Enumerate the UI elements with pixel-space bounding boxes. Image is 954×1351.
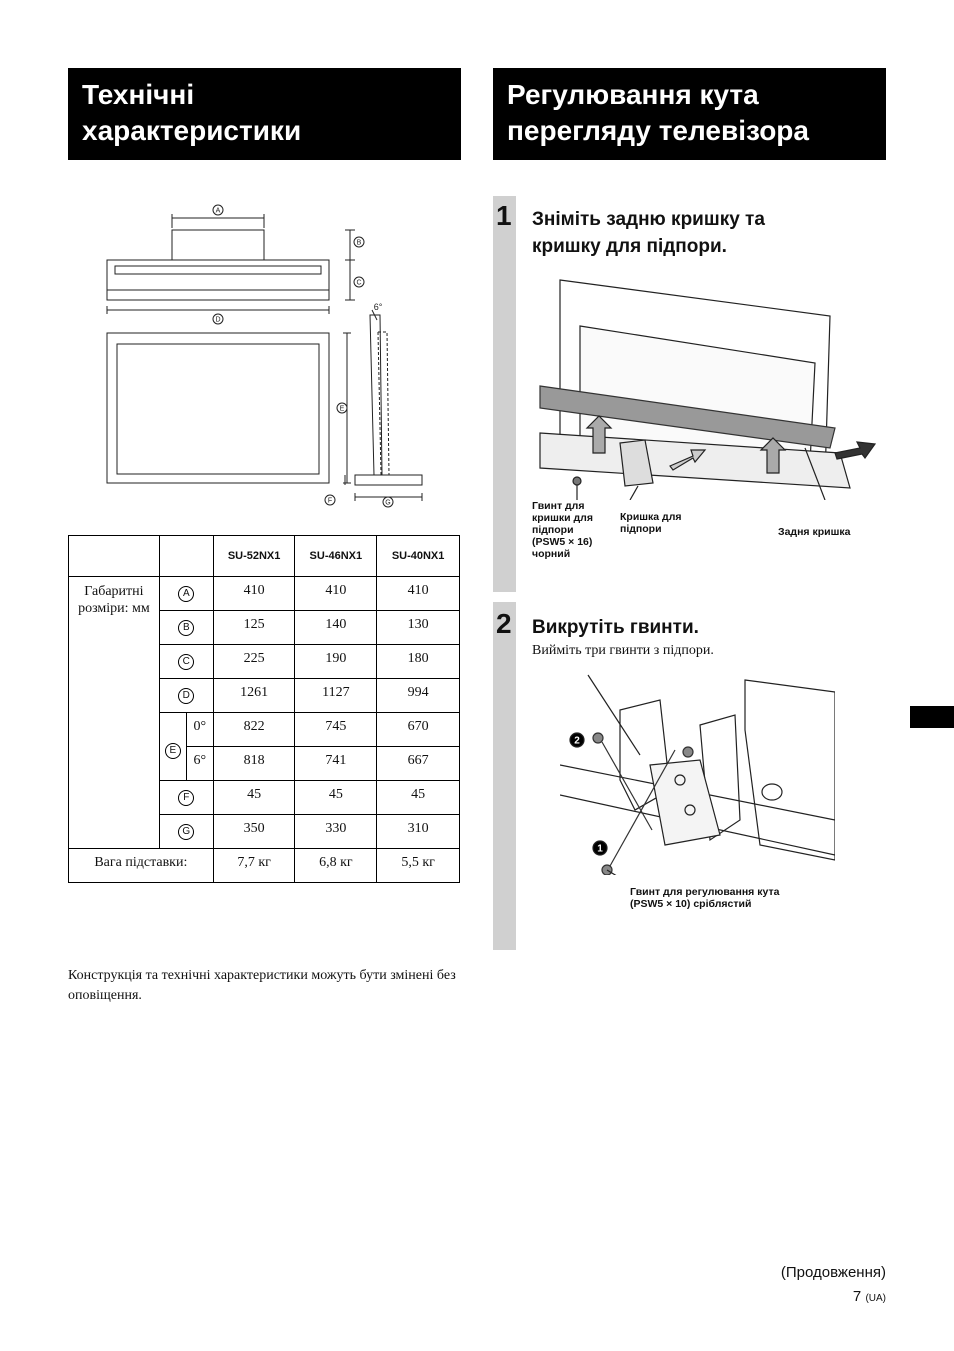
- title-line-1: Регулювання кута: [507, 79, 759, 110]
- weight-label: Вага підставки:: [68, 848, 214, 883]
- table-cell: 1127: [294, 678, 378, 713]
- model-header: SU-46NX1: [294, 535, 378, 577]
- table-cell: 45: [294, 780, 378, 815]
- step-2-title: Викрутіть гвинти.: [532, 617, 699, 638]
- dimension-diagram: A B C D E F G 6°: [106, 204, 423, 508]
- model-header: SU-40NX1: [376, 535, 460, 577]
- table-cell: 5,5 кг: [376, 848, 460, 883]
- title-line-2: характеристики: [82, 115, 302, 146]
- marker-g: G: [385, 500, 390, 507]
- table-cell: 130: [376, 610, 460, 645]
- table-cell: 410: [294, 576, 378, 611]
- table-cell: 994: [376, 678, 460, 713]
- label-back-cover: Задня кришка: [778, 526, 851, 538]
- step-1-number: 1: [496, 200, 512, 231]
- table-cell: 180: [376, 644, 460, 679]
- table-cell: 45: [376, 780, 460, 815]
- table-row: F 45 45 45: [69, 780, 460, 815]
- section-title-angle-adjustment: Регулювання кута перегляду телевізора: [493, 68, 886, 160]
- label-angle-screw: Гвинт для регулювання кута (PSW5 × 10) с…: [630, 886, 780, 910]
- table-cell: 350: [212, 814, 296, 849]
- marker-d: D: [178, 688, 195, 704]
- table-row: D 1261 1127 994: [69, 678, 460, 713]
- title-line-1: Технічні: [82, 79, 195, 110]
- table-row: B 125 140 130: [69, 610, 460, 645]
- angle-cell: 6°: [185, 746, 214, 781]
- table-cell: 410: [376, 576, 460, 611]
- page-number: 7 (UA): [852, 1288, 886, 1305]
- section-tab-marker: [910, 706, 954, 728]
- table-row: Вага підставки: 7,7 кг 6,8 кг 5,5 кг: [68, 848, 460, 883]
- table-cell: 745: [294, 712, 378, 747]
- table-cell: 310: [376, 814, 460, 849]
- model-header: SU-52NX1: [212, 535, 296, 577]
- table-cell: 125: [212, 610, 296, 645]
- marker-c: C: [356, 280, 361, 287]
- table-row: E 0° 822 745 670: [69, 712, 460, 781]
- table-cell: 330: [294, 814, 378, 849]
- angle-label: 6°: [374, 302, 383, 312]
- table-cell: 670: [376, 712, 460, 747]
- marker-g: G: [178, 824, 195, 840]
- section-title-specifications: Технічні характеристики: [68, 68, 461, 160]
- table-cell: 6,8 кг: [294, 848, 378, 883]
- step-2-bar: [493, 602, 516, 950]
- disclaimer-note: Конструкція та технічні характеристики м…: [68, 968, 456, 1003]
- marker-b: B: [357, 240, 362, 247]
- angle-cell: 0°: [185, 712, 214, 747]
- step-1-bar: [493, 196, 516, 592]
- table-cell: 45: [212, 780, 296, 815]
- marker-e: E: [164, 743, 181, 759]
- table-cell: 1261: [212, 678, 296, 713]
- title-line-2: перегляду телевізора: [507, 115, 809, 146]
- table-header-row: SU-52NX1 SU-46NX1 SU-40NX1: [68, 535, 460, 577]
- table-cell: 822: [212, 712, 296, 747]
- marker-a: A: [178, 586, 195, 602]
- table-row: Габаритні розміри: мм A 410 410 410: [68, 576, 460, 849]
- table-cell: 140: [294, 610, 378, 645]
- label-support-cover-screw: Гвинт для кришки для підпори (PSW5 × 16)…: [532, 500, 593, 560]
- table-cell: 818: [212, 746, 296, 781]
- screw-removal-illustration: 2 1: [560, 674, 835, 875]
- step-2-subtitle: Вийміть три гвинти з підпори.: [532, 643, 714, 658]
- marker-f: F: [178, 790, 195, 806]
- stand-back-cover-illustration: [539, 279, 877, 500]
- marker-e: E: [340, 406, 345, 413]
- table-cell: 410: [212, 576, 296, 611]
- label-support-cover: Кришка для підпори: [620, 511, 682, 535]
- marker-f: F: [328, 498, 332, 505]
- dims-label: Габаритні розміри: мм: [68, 576, 160, 849]
- table-cell: 190: [294, 644, 378, 679]
- marker-1: 1: [597, 844, 603, 855]
- marker-b: B: [178, 620, 195, 636]
- continued-label: (Продовження): [780, 1264, 886, 1281]
- step-2-number: 2: [496, 608, 512, 639]
- marker-d: D: [215, 317, 220, 324]
- table-cell: 225: [212, 644, 296, 679]
- marker-a: A: [216, 208, 221, 215]
- table-row: C 225 190 180: [69, 644, 460, 679]
- table-cell: 7,7 кг: [212, 848, 296, 883]
- marker-c: C: [178, 654, 195, 670]
- specifications-table: SU-52NX1 SU-46NX1 SU-40NX1 Габаритні роз…: [68, 535, 460, 883]
- table-cell: 667: [376, 746, 460, 781]
- table-cell: 741: [294, 746, 378, 781]
- step-1-title: Зніміть задню кришку та кришку для підпо…: [532, 209, 765, 257]
- marker-2: 2: [574, 736, 580, 747]
